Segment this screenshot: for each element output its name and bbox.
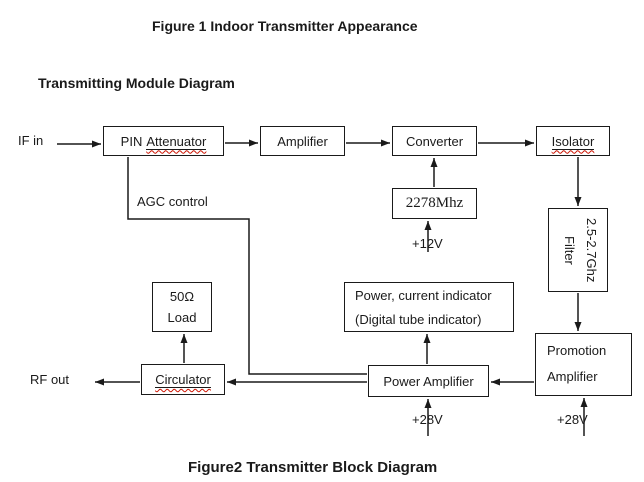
label-plus-12v: +12V [412,236,443,251]
label-plus-28v-power: +28V [412,412,443,427]
block-power-current-indicator: Power, current indicator (Digital tube i… [344,282,514,332]
figure1-title: Figure 1 Indoor Transmitter Appearance [152,18,418,34]
block-amplifier: Amplifier [260,126,345,156]
power-amplifier-label: Power Amplifier [383,373,474,389]
block-power-amplifier: Power Amplifier [368,365,489,397]
isolator-label: Isolator [551,133,595,150]
indicator-line2: (Digital tube indicator) [355,312,482,327]
promotion-line2: Amplifier [547,369,598,384]
module-diagram-subtitle: Transmitting Module Diagram [38,75,235,91]
oscillator-label: 2278Mhz [405,195,464,211]
converter-label: Converter [405,133,464,149]
promotion-line1: Promotion [547,343,607,358]
filter-word-text: Filter [562,235,577,265]
amplifier-label: Amplifier [277,133,328,149]
load-line1: 50Ω [169,289,195,304]
block-isolator: Isolator [536,126,610,156]
label-if-in: IF in [18,133,44,148]
filter-range-text: 2.5-2.7Ghz [584,217,599,283]
indicator-label: Power, current indicator (Digital tube i… [345,283,492,332]
filter-label: 2.5-2.7Ghz Filter [549,209,607,291]
load-line2: Load [167,310,197,325]
indicator-line1: Power, current indicator [355,288,492,303]
promotion-amplifier-label: Promotion Amplifier [536,334,606,390]
circulator-label: Circulator [155,372,211,388]
block-2278mhz-oscillator: 2278Mhz [392,188,477,219]
block-converter: Converter [392,126,477,156]
load-label: 50Ω Load [168,286,197,328]
agc-control-feedback-line [127,157,367,375]
figure2-caption: Figure2 Transmitter Block Diagram [188,459,438,476]
block-filter: 2.5-2.7Ghz Filter [548,208,608,292]
label-agc-control: AGC control [137,194,208,209]
label-plus-28v-promotion: +28V [557,412,588,427]
block-circulator: Circulator [141,364,225,395]
block-promotion-amplifier: Promotion Amplifier [535,333,632,396]
block-50ohm-load: 50Ω Load [152,282,212,332]
label-rf-out: RF out [30,372,70,387]
